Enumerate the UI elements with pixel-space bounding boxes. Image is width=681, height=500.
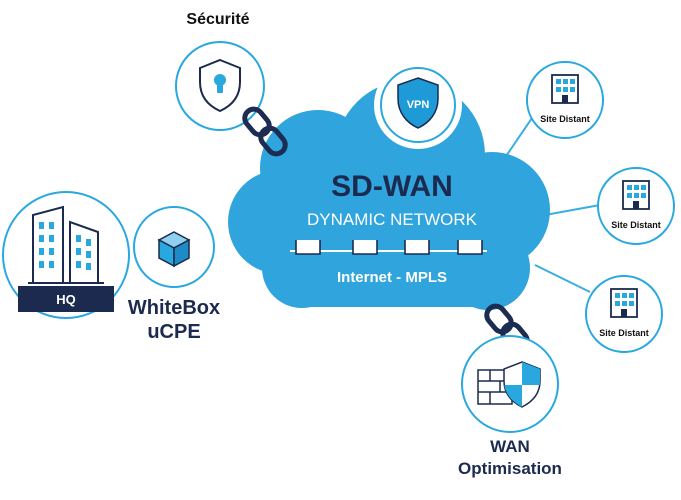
chain-link-security	[242, 106, 288, 157]
site-node-2: Site Distant	[597, 167, 675, 245]
connector-site-3	[534, 264, 591, 293]
cloud-title: SD-WAN	[331, 170, 453, 203]
wan-label-line1: WAN	[490, 437, 530, 456]
site-label-1: Site Distant	[540, 114, 590, 124]
cube-icon	[157, 231, 191, 268]
building-icon	[622, 180, 650, 210]
network-bar	[290, 240, 487, 255]
site-label-2: Site Distant	[611, 220, 661, 230]
wan-label-line2: Optimisation	[458, 459, 562, 478]
cloud-subtitle: DYNAMIC NETWORK	[307, 210, 478, 229]
whitebox-label-line2: uCPE	[147, 321, 200, 343]
cloud-transport: Internet - MPLS	[337, 269, 447, 286]
shield-lock-icon	[199, 58, 241, 113]
whitebox-node	[133, 206, 215, 288]
connector-site-2	[544, 204, 601, 216]
hq-label: HQ	[56, 292, 76, 307]
vpn-shield-icon	[397, 77, 439, 129]
firewall-shield-icon	[477, 361, 541, 408]
security-title: Sécurité	[186, 11, 249, 28]
vpn-label: VPN	[407, 99, 430, 111]
vpn-node: VPN	[374, 61, 462, 149]
wan-node	[461, 335, 559, 433]
site-label-3: Site Distant	[599, 328, 649, 338]
building-icon	[610, 288, 638, 318]
office-building-icon	[28, 205, 104, 284]
whitebox-label-line1: WhiteBox	[128, 297, 220, 319]
hq-node: HQ	[2, 191, 130, 319]
site-node-3: Site Distant	[585, 275, 663, 353]
security-node	[175, 41, 265, 131]
building-icon	[551, 74, 579, 104]
site-node-1: Site Distant	[526, 61, 604, 139]
